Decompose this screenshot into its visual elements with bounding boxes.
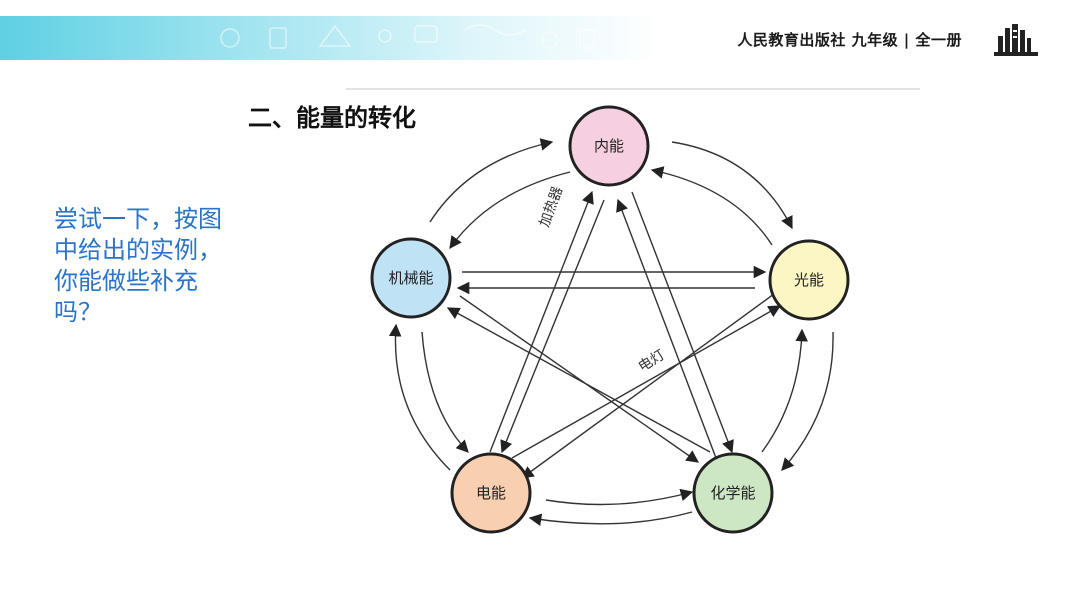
node-electric-energy: 电能 [450, 452, 532, 534]
prompt-text: 尝试一下，按图中给出的实例，你能做些补充吗？ [54, 205, 222, 326]
node-internal-label: 内能 [594, 137, 624, 155]
publisher-logo [994, 24, 1038, 56]
banner-decoration-icons [220, 24, 595, 49]
node-internal-energy: 内能 [568, 105, 650, 187]
section-title: 二、能量的转化 [248, 104, 416, 132]
outer-arrows [388, 138, 834, 526]
node-mechanical-label: 机械能 [388, 269, 433, 287]
inner-arrows [446, 190, 782, 479]
node-light-label: 光能 [794, 271, 824, 289]
node-chemical-label: 化学能 [710, 484, 755, 502]
node-chemical-energy: 化学能 [692, 452, 774, 534]
edge-label-heater: 加热器 [537, 184, 566, 229]
publisher-info: 人民教育出版社 九年级 | 全一册 [737, 31, 962, 49]
energy-conversion-diagram: 加热器 电灯 内能 机械能 光能 电能 化学能 [370, 105, 850, 534]
node-electric-label: 电能 [476, 484, 506, 502]
node-mechanical-energy: 机械能 [370, 237, 452, 319]
title-divider [346, 88, 920, 90]
node-light-energy: 光能 [768, 239, 850, 321]
edge-label-lamp: 电灯 [636, 347, 668, 375]
header-banner: 人民教育出版社 九年级 | 全一册 [0, 16, 1066, 60]
